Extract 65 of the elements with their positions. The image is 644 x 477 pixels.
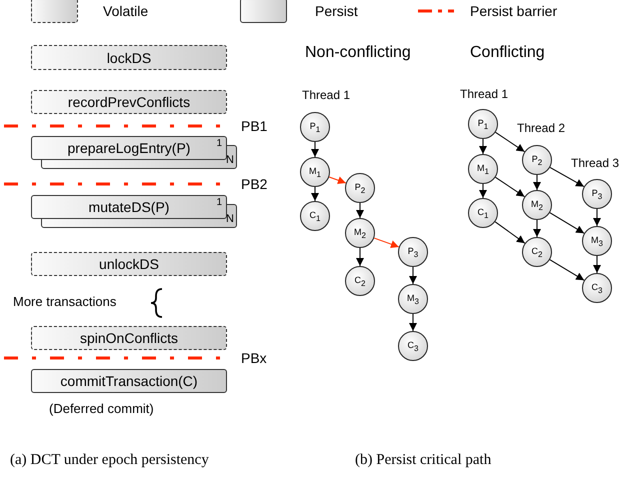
count-mark: 1 xyxy=(216,197,222,208)
event-circle: P$_{2}$ xyxy=(522,145,552,175)
event-circle: M$_{2}$ xyxy=(345,218,375,248)
legend-text: Persist xyxy=(315,3,358,19)
thread-label: Thread 1 xyxy=(302,88,350,102)
caption: (a) DCT under epoch persistency xyxy=(10,452,209,469)
step-text: mutateDS(P) xyxy=(88,199,170,215)
arrow xyxy=(479,184,487,198)
event-circle: C$_{3}$ xyxy=(582,273,612,303)
step-text: lockDS xyxy=(106,50,152,66)
thread-label: Thread 2 xyxy=(517,121,566,135)
arrow xyxy=(409,266,417,284)
arrow xyxy=(494,132,526,152)
step-text: spinOnConflicts xyxy=(80,330,178,346)
arrow xyxy=(533,220,541,238)
arrow xyxy=(328,176,346,184)
count-mark: N xyxy=(226,154,234,166)
arrow xyxy=(494,221,526,244)
event-circle: C$_{2}$ xyxy=(522,237,552,267)
heading: Non-conflicting xyxy=(305,44,411,62)
arrow xyxy=(593,208,601,226)
event-circle: C$_{3}$ xyxy=(398,331,428,361)
arrow xyxy=(593,256,601,274)
arrow xyxy=(549,212,585,234)
step-text: unlockDS xyxy=(99,256,159,272)
arrow xyxy=(311,186,319,202)
thread-label: Thread 3 xyxy=(571,156,620,170)
count-mark: 1 xyxy=(216,138,222,149)
note-text: (Deferred commit) xyxy=(49,401,154,416)
arrow xyxy=(356,248,364,266)
step-text: commitTransaction(C) xyxy=(60,373,198,389)
event-circle: C$_{2}$ xyxy=(345,266,375,296)
note-text: More transactions xyxy=(13,294,116,309)
arrow xyxy=(549,259,585,281)
arrow xyxy=(479,138,487,154)
event-circle: C$_{1}$ xyxy=(300,201,330,231)
event-circle: P$_{1}$ xyxy=(300,112,330,142)
arrow xyxy=(311,142,319,158)
event-circle: P$_{2}$ xyxy=(345,173,375,203)
arrow xyxy=(533,174,541,190)
arrow xyxy=(550,166,584,188)
thread-label: Thread 1 xyxy=(460,87,508,101)
barrier-label: PB2 xyxy=(241,176,268,192)
legend-text: Volatile xyxy=(103,3,148,19)
arrow xyxy=(494,176,526,198)
event-circle: P$_{1}$ xyxy=(468,109,498,139)
barrier-label: PB1 xyxy=(241,118,268,134)
legend-text: Persist barrier xyxy=(470,3,558,19)
caption: (b) Persist critical path xyxy=(355,452,492,469)
arrow xyxy=(356,202,364,218)
event-circle: P$_{3}$ xyxy=(398,237,428,267)
step-text: prepareLogEntry(P) xyxy=(68,140,190,156)
arrow xyxy=(374,238,400,248)
heading: Conflicting xyxy=(470,44,545,62)
count-mark: N xyxy=(226,213,234,225)
event-circle: M$_{3}$ xyxy=(398,284,428,314)
step-text: recordPrevConflicts xyxy=(68,94,190,110)
event-circle: M$_{1}$ xyxy=(300,157,330,187)
event-circle: C$_{1}$ xyxy=(468,198,498,228)
barrier-label: PBx xyxy=(241,350,267,366)
event-circle: M$_{1}$ xyxy=(468,154,498,184)
arrow xyxy=(409,314,417,332)
event-circle: M$_{2}$ xyxy=(522,190,552,220)
event-circle: P$_{3}$ xyxy=(582,179,612,209)
event-circle: M$_{3}$ xyxy=(582,226,612,256)
